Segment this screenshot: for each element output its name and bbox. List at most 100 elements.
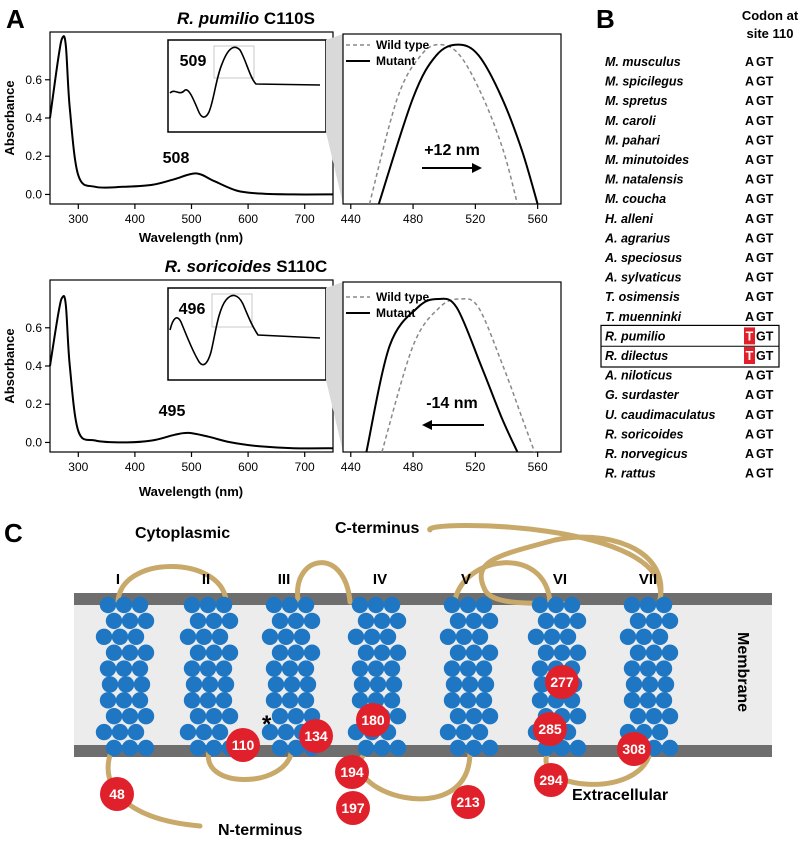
helix-bead: [353, 676, 371, 693]
helix-1: [95, 596, 155, 757]
c4-xtick-label: 440: [341, 460, 361, 474]
helix-bead: [137, 644, 155, 661]
helix-bead: [443, 692, 461, 709]
codon-rest-bases: GT: [756, 114, 774, 128]
helix-bead: [623, 692, 641, 709]
species-name: U. caudimaculatus: [605, 408, 715, 422]
helix-bead: [563, 596, 581, 614]
residue-285: 285: [533, 712, 567, 746]
helix-bead: [199, 660, 217, 677]
helix-bead: [297, 692, 315, 709]
helix-bead: [261, 723, 279, 741]
c2-xtick-label: 520: [465, 212, 485, 226]
helix-bead: [639, 660, 657, 677]
codon-rest-bases: GT: [756, 231, 774, 245]
helix-bead: [651, 723, 669, 741]
helix-bead: [645, 612, 663, 630]
c2-xtick-label: 560: [528, 212, 548, 226]
residue-label: 213: [456, 794, 480, 810]
residue-circle: [356, 703, 390, 737]
codon-rest-bases: GT: [756, 290, 774, 304]
helix-bead: [293, 628, 311, 645]
codon-first-base: A: [745, 251, 754, 265]
helix-bead: [185, 676, 203, 693]
codon-first-base: A: [745, 75, 754, 89]
helix-bead: [131, 596, 149, 614]
helix-bead: [481, 644, 499, 661]
species-name: R. pumilio: [605, 329, 666, 343]
helix-bead: [661, 708, 679, 725]
c1-xtick-label: 300: [68, 212, 88, 226]
helix-bead: [99, 596, 117, 614]
helix-bead: [619, 628, 637, 645]
chart2-inset-frame: [167, 287, 327, 381]
c3-ytick-label: 0.4: [25, 359, 42, 373]
codon-first-base: A: [745, 388, 754, 402]
residue-180: 180: [356, 703, 390, 737]
helix-bead: [459, 692, 477, 709]
helix-bead: [271, 739, 289, 757]
residue-label: 110: [232, 737, 255, 753]
helix-bead: [137, 708, 155, 725]
loop-II-III: [205, 745, 295, 782]
residue-48: 48: [100, 777, 134, 811]
helix-bead: [569, 708, 587, 725]
helix-bead: [195, 723, 213, 741]
membrane-top-edge: [74, 593, 772, 605]
chart1-inset-frame: [167, 39, 327, 133]
species-name: T. muenninki: [605, 310, 682, 324]
species-name: T. osimensis: [605, 290, 680, 304]
helix-bead: [661, 612, 679, 630]
helix-bead: [221, 644, 239, 661]
helix-bead: [455, 628, 473, 645]
residue-label: 285: [538, 721, 562, 737]
loop-I-II: [115, 564, 229, 605]
residue-circle: [533, 712, 567, 746]
helix-bead: [205, 708, 223, 725]
helix-bead: [471, 723, 489, 741]
codon-first-base: T: [746, 329, 754, 343]
c1-xtick-label: 500: [181, 212, 201, 226]
helix-bead: [357, 644, 375, 661]
residue-308: 308: [617, 732, 651, 766]
helix-bead: [459, 660, 477, 677]
species-name: R. soricoides: [605, 427, 684, 441]
species-name: M. coucha: [605, 192, 666, 206]
helix-bead: [205, 612, 223, 630]
helix-bead: [655, 596, 673, 614]
helix-bead: [449, 612, 467, 630]
helix-bead: [369, 676, 387, 693]
helix-bead: [465, 739, 483, 757]
helix-bead: [629, 644, 647, 661]
helix-bead: [465, 612, 483, 630]
helix-bead: [477, 676, 495, 693]
chart2-zoom-frame: [342, 281, 562, 453]
helix-bead: [657, 676, 675, 693]
species-name: A. agrarius: [604, 231, 670, 245]
residue-circle: [299, 719, 333, 753]
chart1-title-species: R. pumilio: [177, 9, 259, 28]
residue-circle: [226, 728, 260, 762]
helix-bead: [383, 660, 401, 677]
helix-bead: [205, 739, 223, 757]
codon-rest-bases: GT: [756, 173, 774, 187]
chart2-xlabel: Wavelength (nm): [139, 484, 243, 499]
chart2-legend-mutant: Mutant: [376, 306, 415, 320]
helix-bead: [215, 692, 233, 709]
codon-highlight: [744, 327, 755, 345]
helix-bead: [99, 660, 117, 677]
helix-bead: [199, 692, 217, 709]
chart3-title-mutation: S110C: [276, 257, 327, 276]
helix-label: II: [202, 571, 210, 588]
helix-bead: [465, 708, 483, 725]
chart2-shift-arrowhead: [422, 420, 432, 430]
helix-bead: [117, 676, 135, 693]
residue-label: 197: [341, 800, 365, 816]
